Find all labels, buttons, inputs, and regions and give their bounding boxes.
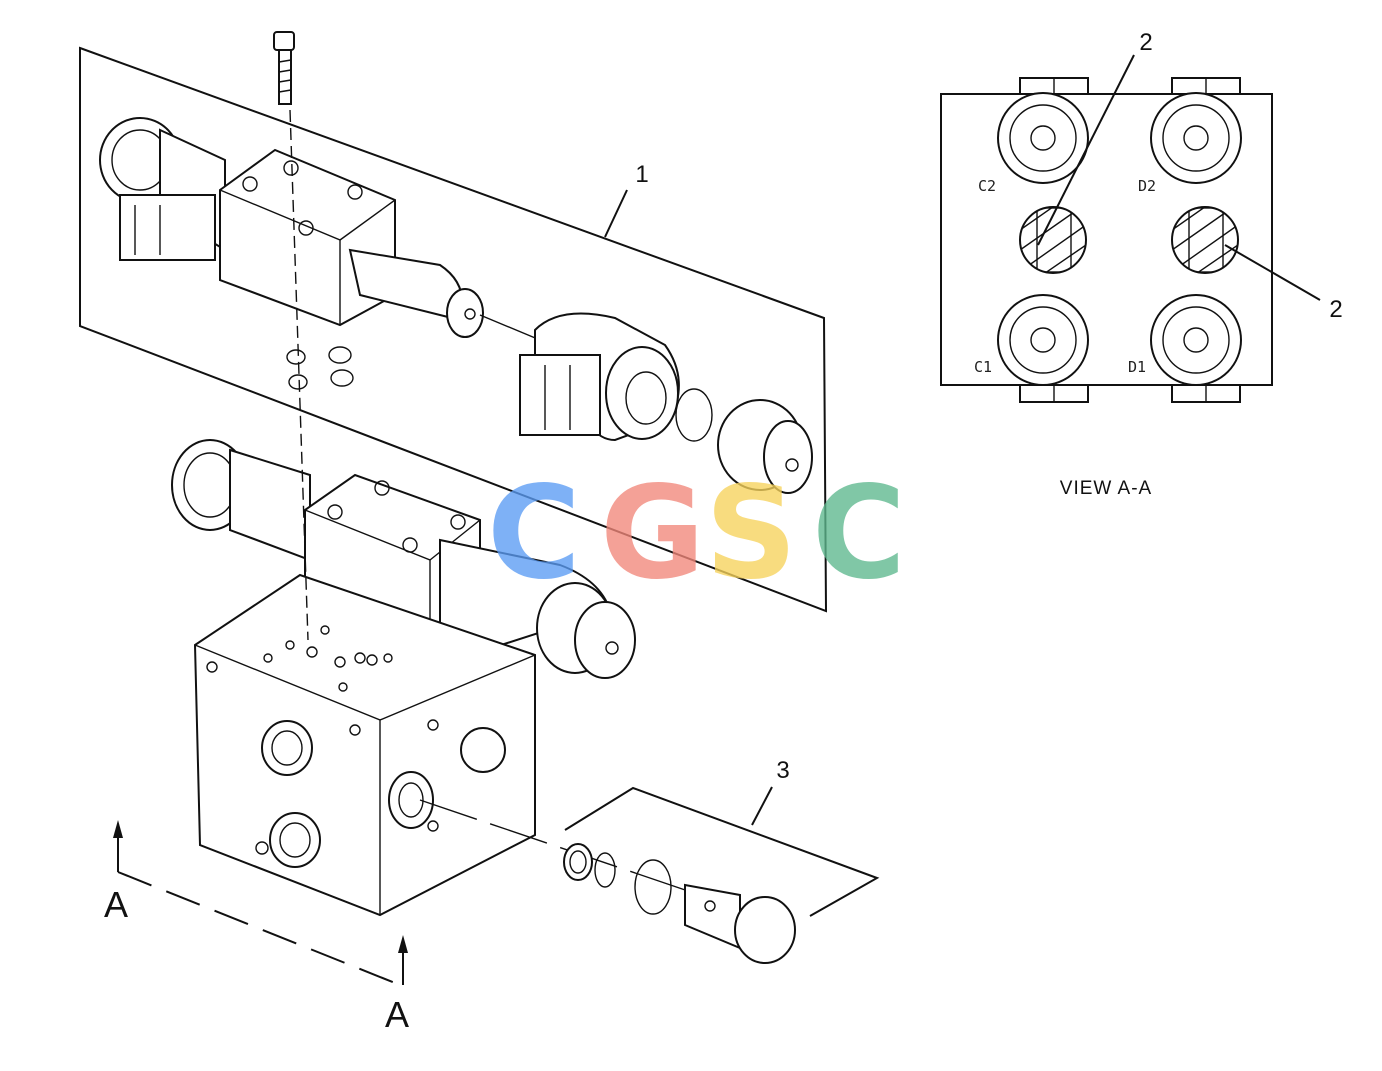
callout-3: 3 <box>776 757 789 784</box>
callout-3-leader <box>751 786 773 826</box>
manifold-block <box>193 573 536 917</box>
view-a-a-block <box>940 54 1321 403</box>
port-label-c1: C1 <box>974 358 992 376</box>
lower-solenoid-valve <box>171 439 636 679</box>
port-d1 <box>1150 294 1242 386</box>
port-d2 <box>1150 92 1242 184</box>
port-c1 <box>997 294 1089 386</box>
port-label-c2: C2 <box>978 177 996 195</box>
watermark-letter-4: C <box>812 459 906 608</box>
check-valve-cartridge <box>563 843 796 964</box>
mounting-bolt <box>273 31 295 105</box>
callout-2-right: 2 <box>1329 296 1342 323</box>
watermark-letter-2: G <box>600 459 705 608</box>
port-label-d2: D2 <box>1138 177 1156 195</box>
plug-right-hatched <box>1171 206 1239 274</box>
o-ring-set <box>286 346 354 390</box>
callout-2a-leader <box>1037 54 1135 246</box>
callout-2-top: 2 <box>1139 29 1152 56</box>
port-c2 <box>997 92 1089 184</box>
section-label-left: A <box>104 884 128 925</box>
centerline-vertical <box>289 109 309 641</box>
view-caption: VIEW A-A <box>1060 478 1152 499</box>
centerline-cartridge <box>419 799 701 896</box>
callout-1-leader <box>604 189 628 238</box>
section-label-right: A <box>385 994 409 1035</box>
callout-1: 1 <box>635 161 648 188</box>
upper-solenoid-valve <box>99 117 484 338</box>
assembly-3-bracket <box>564 786 880 917</box>
assembly-1-outline <box>79 46 828 613</box>
watermark-letter-3: S <box>705 459 797 608</box>
port-label-d1: D1 <box>1128 358 1146 376</box>
coil-and-nut <box>479 312 813 494</box>
section-cut-line <box>113 820 408 986</box>
watermark-letter-1: C <box>487 459 581 608</box>
plug-left-hatched <box>1019 206 1087 274</box>
watermark: C G S C <box>487 459 906 608</box>
callout-2b-leader <box>1224 244 1321 301</box>
